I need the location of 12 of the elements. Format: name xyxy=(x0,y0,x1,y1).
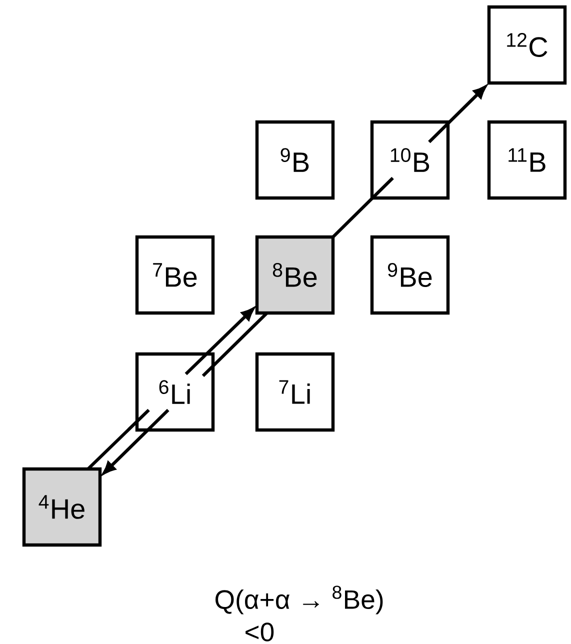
nuclide-box: $^{12}$C xyxy=(487,5,567,85)
nuclide-box: $^{7}$Be xyxy=(135,235,215,315)
q-value-note: Q(α+α → $^{8}$Be) xyxy=(216,586,383,614)
q-value-note: <0 xyxy=(246,622,274,642)
nuclide-box: $^{7}$Li xyxy=(255,352,335,432)
nuclide-box: $^{9}$Be xyxy=(370,235,450,315)
nuclide-box: $^{4}$He xyxy=(22,467,102,547)
nuclide-box: $^{10}$B xyxy=(370,120,450,200)
nuclide-box: $^{8}$Be xyxy=(255,235,335,315)
nuclide-box: $^{6}$Li xyxy=(135,352,215,432)
nuclide-box: $^{9}$B xyxy=(255,120,335,200)
nuclide-box: $^{11}$B xyxy=(487,120,567,200)
